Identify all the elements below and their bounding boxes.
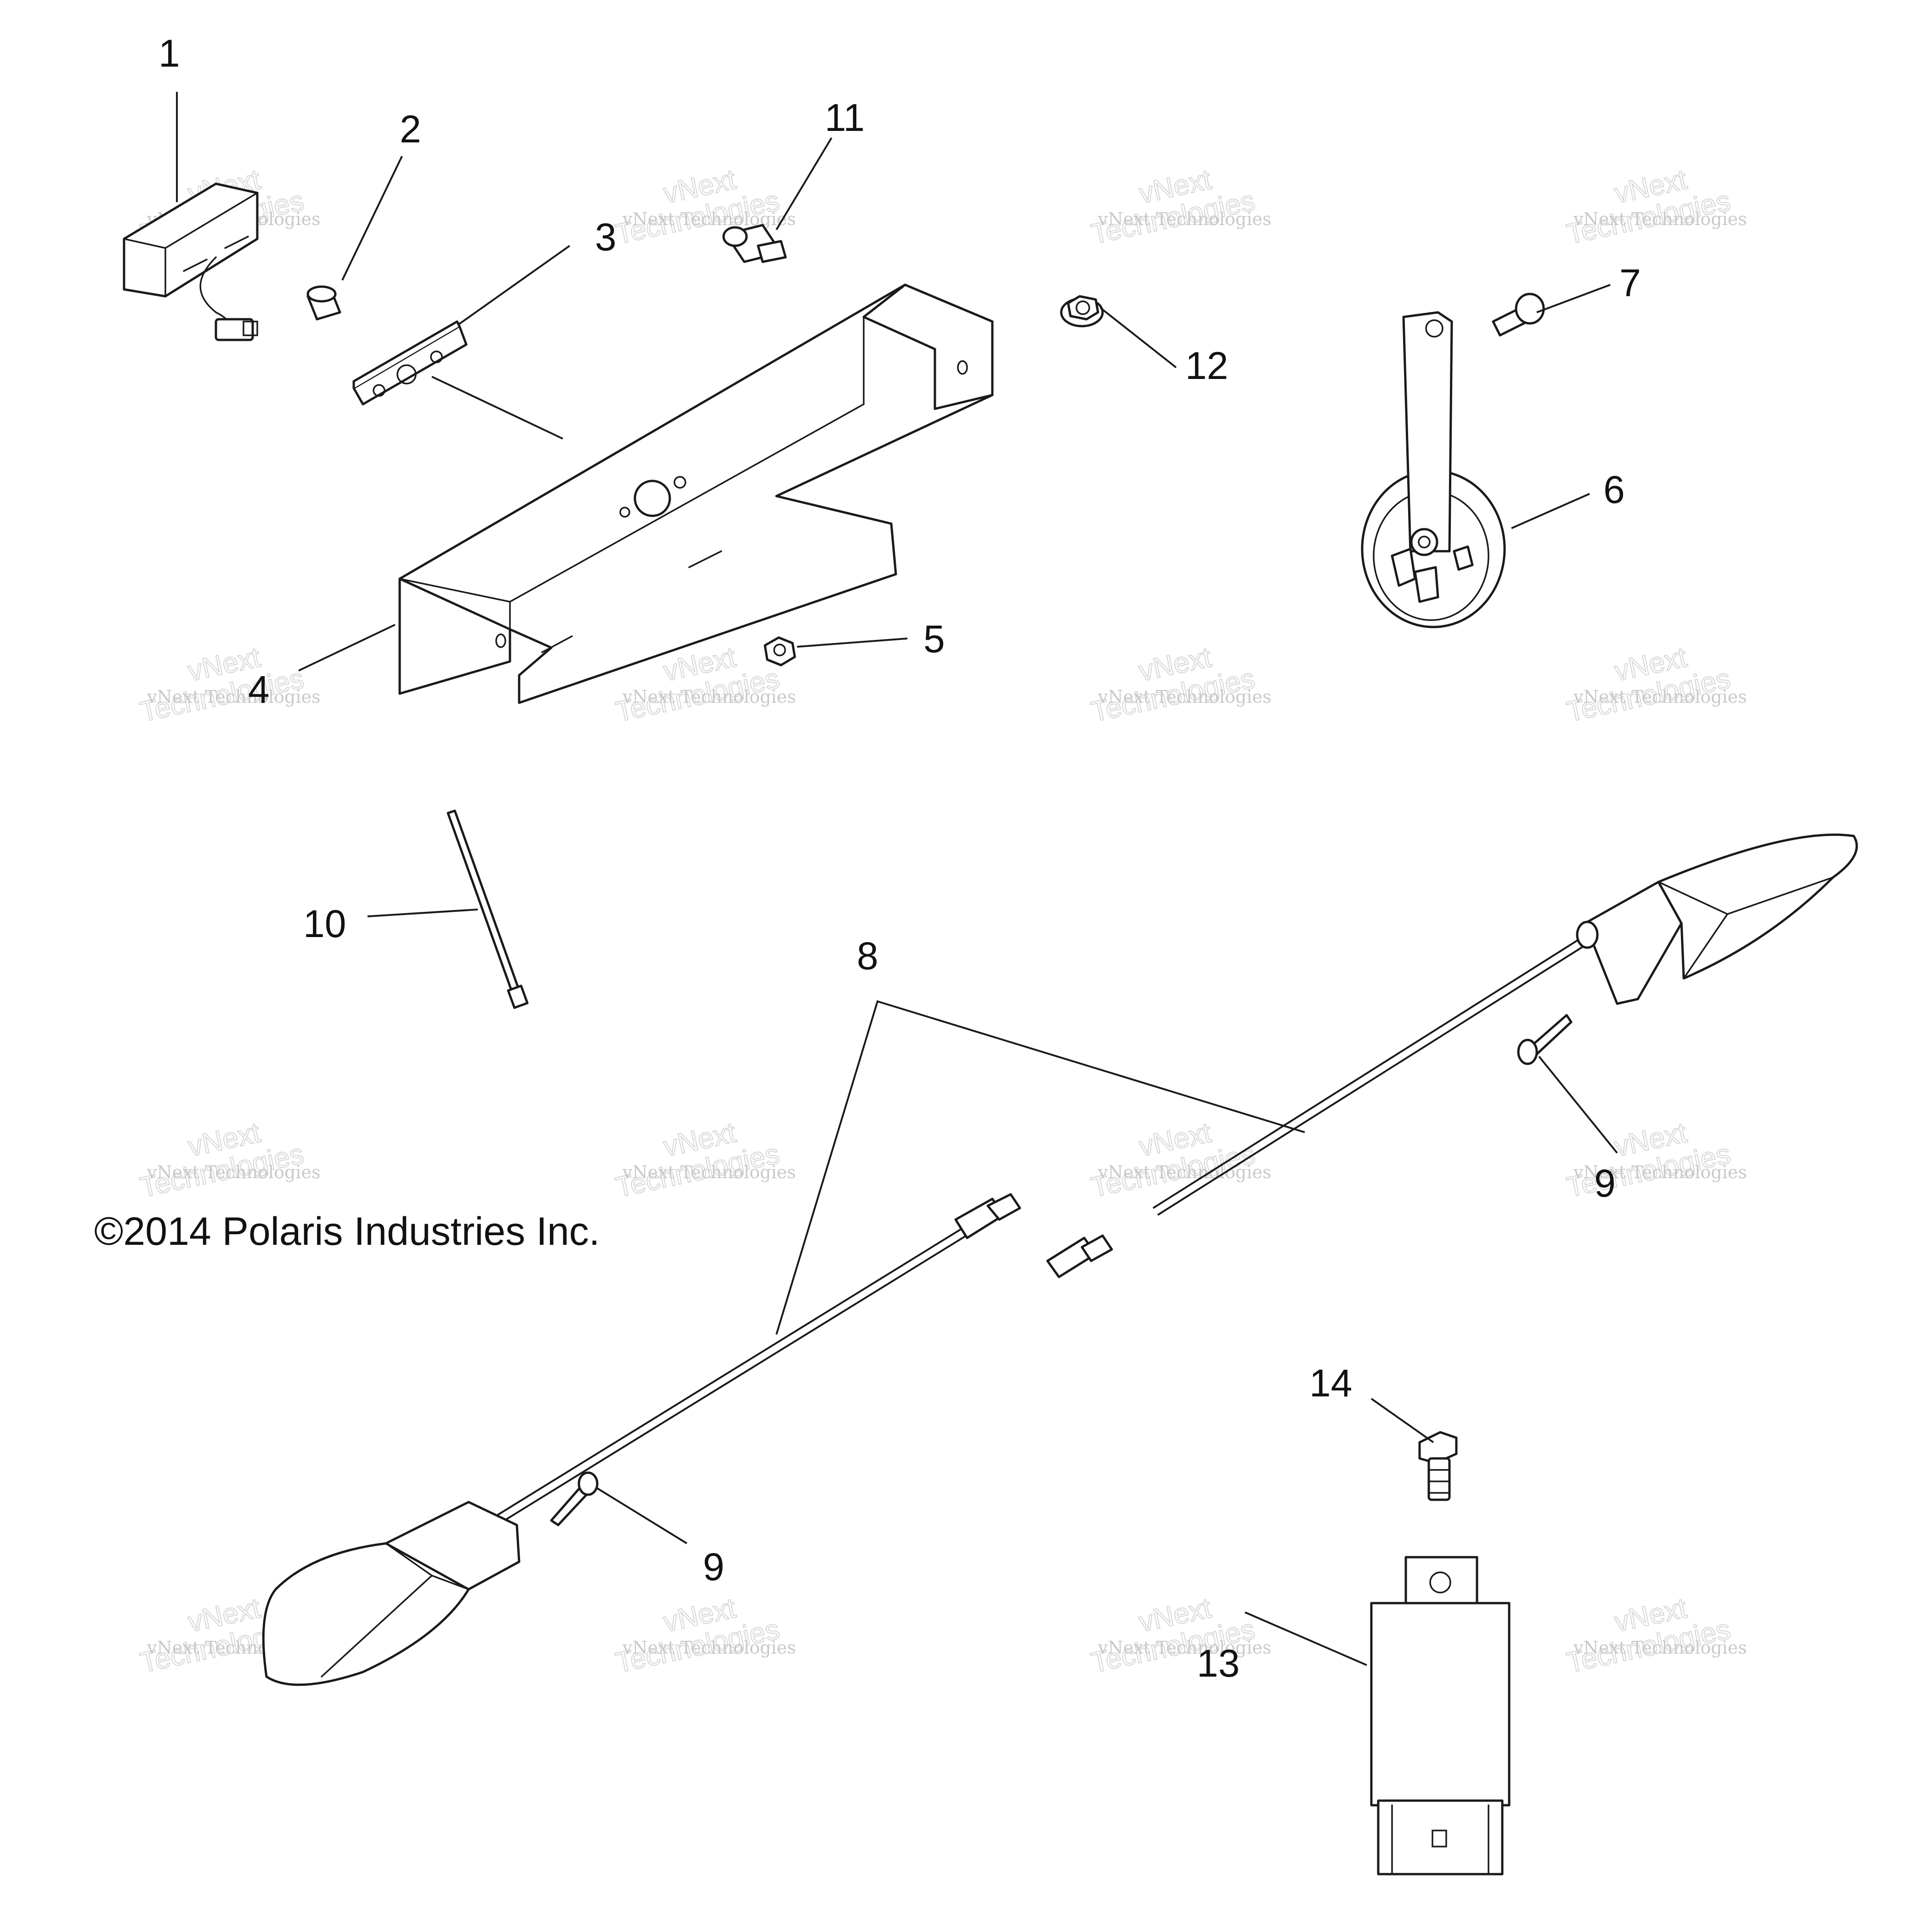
svg-text:vNext Technologies: vNext Technologies xyxy=(147,687,320,707)
part-11-stud[interactable] xyxy=(722,224,787,263)
callout-9-left: 9 xyxy=(703,1545,724,1588)
callout-10: 10 xyxy=(303,902,346,945)
callout-5: 5 xyxy=(923,617,945,661)
callout-4: 4 xyxy=(248,668,270,711)
svg-text:vNext Technologies: vNext Technologies xyxy=(1573,209,1747,229)
svg-text:vNext Technologies: vNext Technologies xyxy=(622,1162,796,1182)
part-7-bolt[interactable] xyxy=(1492,293,1545,337)
leader-lines xyxy=(176,92,1618,1666)
part-3-plate[interactable] xyxy=(352,320,468,406)
callout-11: 11 xyxy=(825,96,865,139)
callout-2: 2 xyxy=(400,107,421,151)
callout-6: 6 xyxy=(1603,468,1625,511)
callout-9-right: 9 xyxy=(1594,1162,1616,1205)
part-1-lamp[interactable] xyxy=(123,182,259,341)
callout-3: 3 xyxy=(595,215,617,259)
svg-text:vNext Technologies: vNext Technologies xyxy=(1573,1638,1747,1658)
svg-text:vNext Technologies: vNext Technologies xyxy=(1573,1162,1747,1182)
svg-text:vNext Technologies: vNext Technologies xyxy=(1098,687,1271,707)
callout-13: 13 xyxy=(1197,1642,1240,1685)
svg-text:vNext Technologies: vNext Technologies xyxy=(147,1162,320,1182)
svg-text:vNext Technologies: vNext Technologies xyxy=(622,209,796,229)
part-8-turn-signal-right[interactable] xyxy=(1046,833,1858,1278)
part-6-horn[interactable] xyxy=(1361,311,1506,628)
copyright-notice: ©2014 Polaris Industries Inc. xyxy=(94,1209,600,1254)
callout-1: 1 xyxy=(158,32,180,75)
part-10-cable-tie[interactable] xyxy=(447,809,529,1009)
callout-labels: 1 2 3 4 5 6 7 8 9 9 10 11 12 13 14 xyxy=(158,32,1641,1685)
callout-7: 7 xyxy=(1619,261,1641,305)
svg-text:vNext Technologies: vNext Technologies xyxy=(1098,1638,1271,1658)
part-2-bushing[interactable] xyxy=(306,285,341,321)
svg-text:vNext Technologies: vNext Technologies xyxy=(622,1638,796,1658)
svg-text:vNext Technologies: vNext Technologies xyxy=(1573,687,1747,707)
svg-text:vNext Technologies: vNext Technologies xyxy=(1098,209,1271,229)
callout-14: 14 xyxy=(1309,1361,1352,1405)
part-4-bracket[interactable] xyxy=(398,283,994,704)
svg-text:vNext Technologies: vNext Technologies xyxy=(622,687,796,707)
part-12-flange-nut[interactable] xyxy=(1060,295,1104,328)
callout-12: 12 xyxy=(1185,344,1228,387)
part-8-turn-signal-left[interactable] xyxy=(262,1193,1021,1686)
part-14-bolt[interactable] xyxy=(1418,1431,1458,1501)
part-9-screw-left[interactable] xyxy=(550,1471,599,1526)
part-9-screw-right[interactable] xyxy=(1517,1014,1573,1065)
svg-text:vNext Technologies: vNext Technologies xyxy=(1098,1162,1271,1182)
part-13-flasher-relay[interactable] xyxy=(1370,1556,1511,1876)
callout-8: 8 xyxy=(857,934,878,977)
part-5-nut[interactable] xyxy=(764,636,796,667)
